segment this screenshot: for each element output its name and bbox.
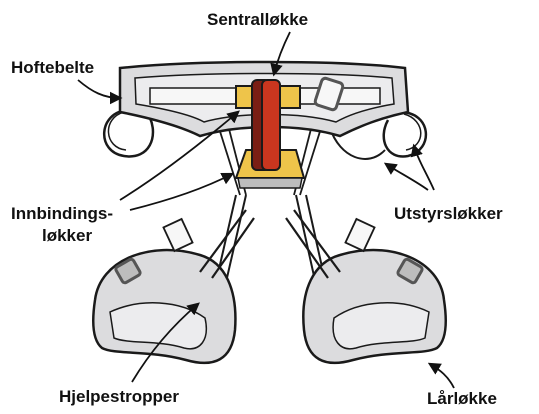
label-waist-belt: Hoftebelte <box>11 58 94 78</box>
arrow-waist-belt <box>78 80 120 98</box>
arrow-tie-in-lower <box>130 174 232 210</box>
center-loop <box>252 80 280 170</box>
label-tie-in-points-line1: Innbindings- <box>11 204 113 224</box>
label-elastic-straps: Hjelpestropper <box>59 387 179 407</box>
label-center-loop: Sentralløkke <box>207 10 308 30</box>
leg-loop-right <box>286 210 446 363</box>
label-leg-loop: Lårløkke <box>427 389 497 409</box>
arrow-gear-loop-left <box>386 164 428 190</box>
label-tie-in-points-line2: løkker <box>42 226 92 246</box>
arrow-leg-loop <box>430 364 454 388</box>
leg-loop-left <box>93 210 254 363</box>
label-gear-loops: Utstyrsløkker <box>394 204 503 224</box>
